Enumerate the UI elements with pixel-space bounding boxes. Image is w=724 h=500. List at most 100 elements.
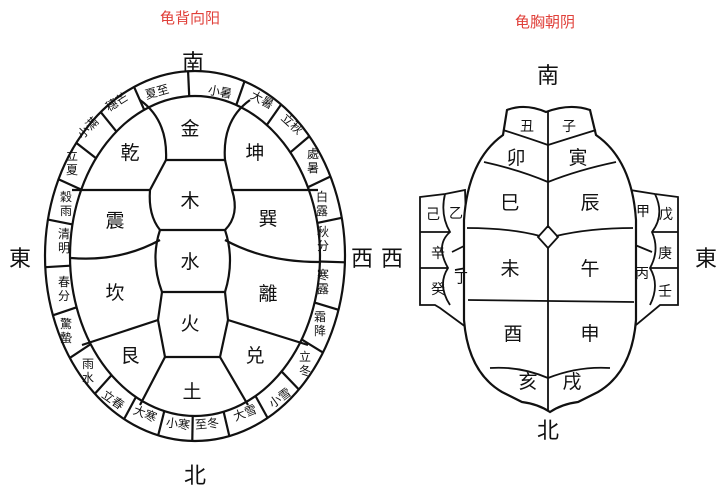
solar-term-label: 寒露 — [317, 267, 329, 296]
ring-divider — [280, 370, 300, 391]
solar-term-label: 大寒 — [131, 402, 159, 425]
solar-term-label: 穀雨 — [60, 190, 72, 218]
branch-chou: 丑 — [520, 119, 534, 135]
stem-ren: 壬 — [658, 284, 672, 300]
solar-term-label: 處暑 — [307, 147, 319, 175]
stem-bing: 丙 — [635, 266, 649, 282]
branch-mao: 卯 — [506, 147, 525, 169]
ring-divider — [133, 86, 146, 111]
solar-term-label: 小雪 — [266, 385, 294, 411]
stem-geng: 庚 — [658, 246, 672, 262]
ring-divider — [235, 81, 246, 106]
back-south-label: 南 — [182, 51, 204, 76]
branch-xu: 戌 — [562, 371, 581, 393]
solar-term-label: 夏至 — [144, 82, 171, 102]
ring-divider — [186, 71, 191, 97]
solar-term-label: 立春 — [99, 387, 127, 413]
solar-term-label: 小暑 — [207, 83, 233, 101]
solar-term-label: 清明 — [58, 227, 70, 255]
trigram-kan: 坎 — [105, 282, 124, 304]
element-fire: 火 — [180, 313, 199, 335]
solar-term-label: 春分 — [58, 275, 70, 303]
trigram-gen: 艮 — [120, 345, 139, 367]
solar-term-label: 至冬 — [194, 415, 219, 432]
trigram-zhen: 震 — [105, 210, 124, 232]
back-inner-rim — [68, 94, 322, 418]
chest-east-label: 東 — [695, 247, 717, 272]
solar-term-label: 穗芒 — [103, 89, 131, 114]
turtle-chest: 南 北 西 東 丑 子 卯 寅 巳 辰 未 午 酉 申 亥 戌 己 乙 辛 丁 … — [381, 64, 717, 444]
back-west-label: 西 — [351, 247, 373, 272]
branch-chen: 辰 — [580, 192, 599, 214]
branch-si: 巳 — [500, 192, 519, 214]
ring-divider — [75, 142, 97, 160]
back-title: 龟背向阳 — [160, 9, 220, 27]
stem-yi: 乙 — [449, 206, 463, 222]
branch-hai: 亥 — [518, 371, 537, 393]
branch-yin: 寅 — [568, 147, 587, 169]
solar-term-label: 秋分 — [317, 225, 329, 253]
stem-ji: 己 — [426, 207, 440, 223]
ring-divider — [319, 260, 345, 264]
ring-divider — [58, 178, 82, 191]
solar-term-label: 驚蟄 — [60, 316, 72, 345]
ring-divider — [265, 103, 283, 126]
element-earth: 土 — [182, 381, 201, 403]
ring-divider — [289, 135, 311, 154]
back-east-label: 東 — [9, 247, 31, 272]
branch-wu: 午 — [580, 258, 599, 280]
solar-term-label: 大雪 — [231, 402, 258, 424]
back-north-label: 北 — [184, 464, 206, 489]
branch-zi: 子 — [562, 119, 576, 135]
stem-xin: 辛 — [431, 246, 445, 262]
ring-divider — [69, 343, 92, 359]
solar-term-label: 小寒 — [165, 415, 191, 433]
solar-term-label: 雨水 — [82, 357, 94, 385]
stem-jia: 甲 — [636, 204, 650, 220]
left-wing — [419, 188, 471, 332]
ring-divider — [157, 410, 166, 436]
ring-divider — [52, 306, 77, 317]
trigram-li: 離 — [258, 283, 277, 305]
solar-term-label: 立秋 — [278, 110, 306, 137]
chest-north-label: 北 — [537, 419, 559, 444]
solar-term-label: 立冬 — [299, 349, 311, 378]
element-wood: 木 — [180, 190, 199, 212]
branch-wei: 未 — [500, 258, 519, 280]
trigram-xun: 巽 — [258, 208, 277, 230]
solar-term-label: 立夏 — [66, 148, 78, 177]
stem-ding: 丁 — [454, 271, 468, 287]
turtle-back: 南 北 東 西 金 木 水 火 土 乾 坤 震 巽 坎 離 艮 兑 夏至 小暑大暑… — [9, 51, 373, 489]
back-outer-rim — [43, 69, 347, 443]
ring-divider — [94, 374, 113, 395]
solar-term-dividers — [45, 71, 345, 441]
trigram-kun: 坤 — [245, 142, 264, 164]
trigram-dui: 兑 — [245, 345, 264, 367]
ring-divider — [314, 301, 339, 311]
chest-title: 龟胸朝阴 — [515, 13, 575, 31]
chest-south-label: 南 — [537, 64, 559, 89]
ring-divider — [307, 175, 331, 189]
ring-divider — [99, 111, 118, 133]
stem-wu: 戊 — [659, 207, 673, 223]
ring-divider — [317, 216, 342, 225]
ring-divider — [254, 395, 269, 419]
ring-divider — [45, 264, 71, 269]
stem-gui: 癸 — [431, 282, 445, 298]
chest-west-label: 西 — [381, 247, 403, 272]
element-water: 水 — [180, 251, 199, 273]
chest-outline — [462, 105, 638, 414]
ring-divider — [123, 396, 137, 420]
trigram-qian: 乾 — [120, 142, 139, 164]
solar-term-label: 大暑 — [248, 88, 276, 112]
solar-term-label: 霜降 — [314, 310, 326, 338]
branch-you: 酉 — [503, 323, 522, 345]
ring-divider — [301, 338, 324, 354]
solar-term-label: 白露 — [316, 189, 328, 218]
back-inner-lines — [70, 99, 320, 406]
center-diamond — [536, 224, 560, 250]
ring-divider — [222, 411, 231, 437]
element-metal: 金 — [180, 118, 199, 140]
branch-shen: 申 — [580, 323, 599, 345]
